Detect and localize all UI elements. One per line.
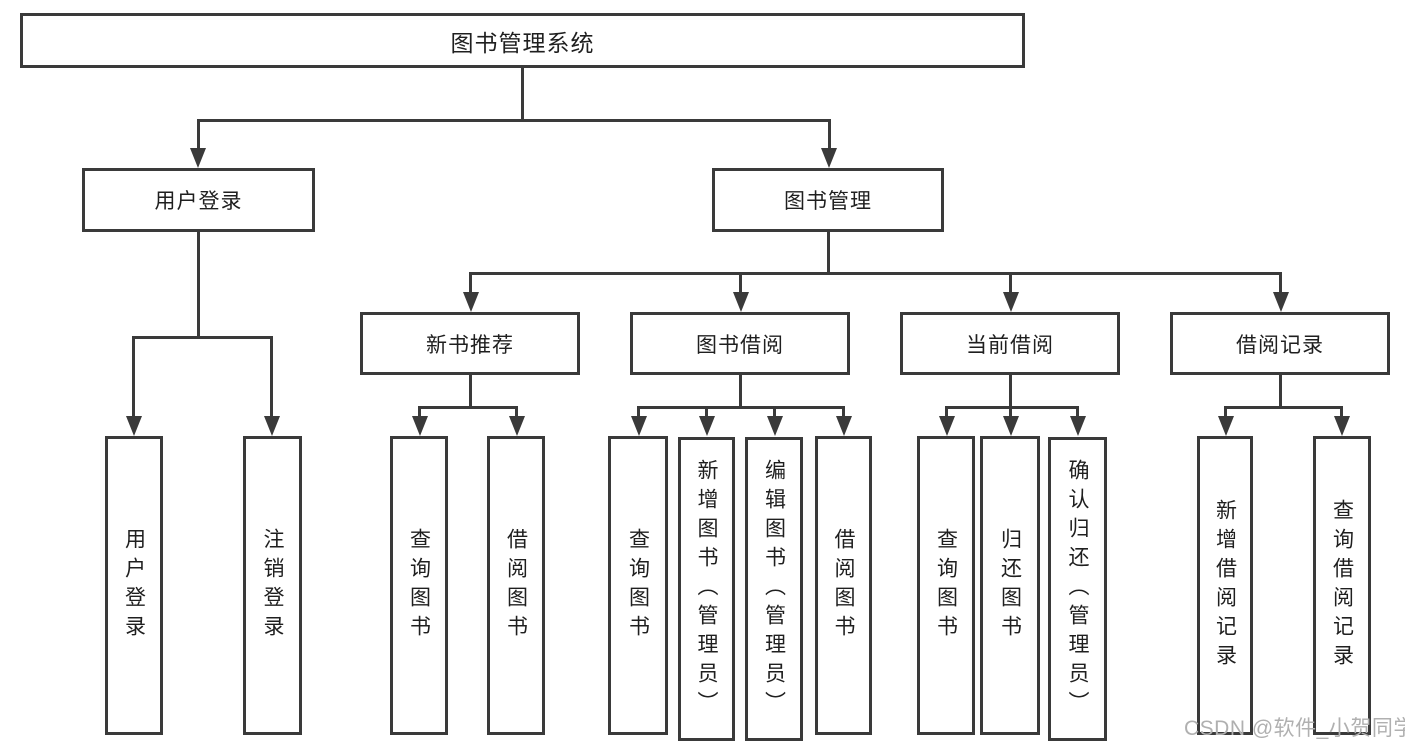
- arrowhead-user-login: [190, 148, 206, 168]
- node-bb-edit-book: 编辑图书（管理员）: [745, 437, 803, 741]
- connector-arrow-borrow-records: [1279, 272, 1282, 294]
- connector-arrow-cb-query: [945, 406, 948, 418]
- connector-root-branch: [197, 119, 831, 122]
- connector-user-login-branch: [132, 336, 273, 339]
- arrowhead-rec-borrow: [509, 416, 525, 436]
- connector-book-mgmt-stem: [827, 232, 830, 272]
- connector-arrow-bb-add: [705, 406, 708, 418]
- arrowhead-br-query: [1334, 416, 1350, 436]
- connector-arrow-rec-borrow: [515, 406, 518, 418]
- arrowhead-borrow-records: [1273, 292, 1289, 312]
- connector-arrow-bb-query: [637, 406, 640, 418]
- node-current-borrow: 当前借阅: [900, 312, 1120, 375]
- node-user-login: 用户登录: [82, 168, 315, 232]
- connector-arrow-new-book-rec: [469, 272, 472, 294]
- node-cb-query-book: 查询图书: [917, 436, 975, 735]
- arrowhead-rec-query: [412, 416, 428, 436]
- node-bb-add-book: 新增图书（管理员）: [678, 437, 735, 741]
- node-root: 图书管理系统: [20, 13, 1025, 68]
- arrowhead-cb-return: [1003, 416, 1019, 436]
- arrowhead-logout-leaf: [264, 416, 280, 436]
- node-borrow-records: 借阅记录: [1170, 312, 1390, 375]
- connector-new-book-rec-stem: [469, 375, 472, 406]
- connector-arrow-br-query: [1340, 406, 1343, 418]
- connector-new-book-rec-branch: [418, 406, 518, 409]
- connector-borrow-records-branch: [1224, 406, 1342, 409]
- node-bb-query-book: 查询图书: [608, 436, 668, 735]
- node-cb-return-book: 归还图书: [980, 436, 1040, 735]
- arrowhead-login-leaf: [126, 416, 142, 436]
- node-new-book-rec: 新书推荐: [360, 312, 580, 375]
- connector-borrow-records-stem: [1279, 375, 1282, 406]
- connector-arrow-book-mgmt: [828, 119, 831, 150]
- connector-arrow-logout-leaf: [270, 336, 273, 416]
- arrowhead-bb-add: [699, 416, 715, 436]
- arrowhead-new-book-rec: [463, 292, 479, 312]
- csdn-watermark: CSDN @软件_小贺同学: [1184, 717, 1405, 740]
- node-cb-confirm-return: 确认归还（管理员）: [1048, 437, 1107, 741]
- connector-arrow-book-borrow: [739, 272, 742, 294]
- connector-arrow-current-borrow: [1009, 272, 1012, 294]
- node-rec-borrow-book: 借阅图书: [487, 436, 545, 735]
- connector-arrow-user-login: [197, 119, 200, 150]
- node-book-borrow: 图书借阅: [630, 312, 850, 375]
- connector-book-borrow-branch: [637, 406, 845, 409]
- node-rec-query-book: 查询图书: [390, 436, 448, 735]
- connector-user-login-stem: [197, 232, 200, 336]
- connector-book-borrow-stem: [739, 375, 742, 406]
- connector-root-stem: [521, 68, 524, 121]
- arrowhead-bb-borrow: [836, 416, 852, 436]
- node-login-leaf: 用户登录: [105, 436, 163, 735]
- arrowhead-bb-query: [631, 416, 647, 436]
- arrowhead-br-add: [1218, 416, 1234, 436]
- node-bb-borrow-book: 借阅图书: [815, 436, 872, 735]
- connector-current-borrow-stem: [1009, 375, 1012, 406]
- node-br-query-record: 查询借阅记录: [1313, 436, 1371, 735]
- node-br-add-record: 新增借阅记录: [1197, 436, 1253, 735]
- connector-arrow-bb-borrow: [842, 406, 845, 418]
- arrowhead-book-mgmt: [821, 148, 837, 168]
- arrowhead-bb-edit: [767, 416, 783, 436]
- connector-arrow-cb-confirm: [1076, 406, 1079, 418]
- connector-book-mgmt-branch: [469, 272, 1282, 275]
- arrowhead-cb-confirm: [1070, 416, 1086, 436]
- connector-arrow-br-add: [1224, 406, 1227, 418]
- node-book-mgmt: 图书管理: [712, 168, 944, 232]
- arrowhead-book-borrow: [733, 292, 749, 312]
- connector-arrow-rec-query: [418, 406, 421, 418]
- connector-arrow-bb-edit: [773, 406, 776, 418]
- connector-arrow-login-leaf: [132, 336, 135, 416]
- connector-arrow-cb-return: [1009, 406, 1012, 418]
- arrowhead-cb-query: [939, 416, 955, 436]
- node-logout-leaf: 注销登录: [243, 436, 302, 735]
- arrowhead-current-borrow: [1003, 292, 1019, 312]
